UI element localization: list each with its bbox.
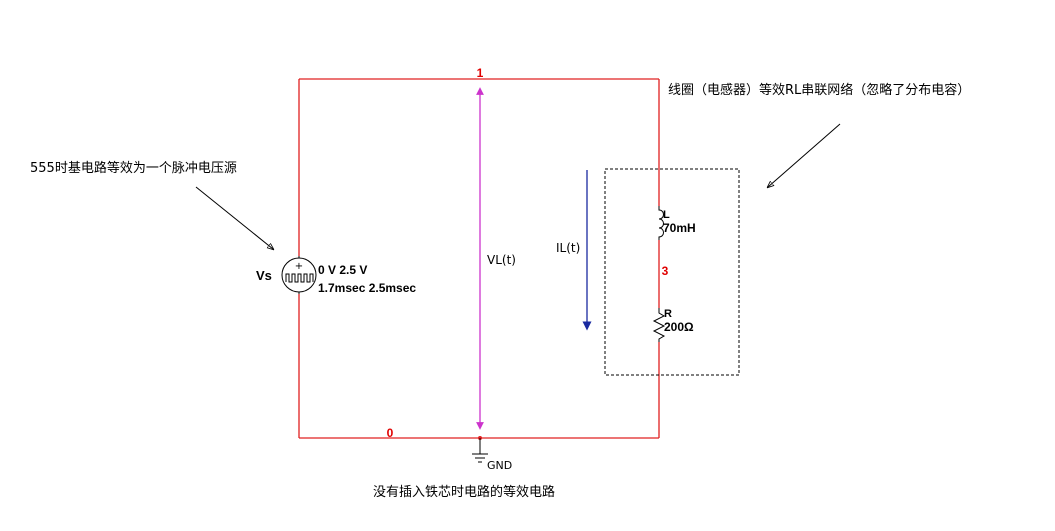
node-label-bottom: 0 [387,426,394,440]
circuit-wires [298,78,660,439]
source-timing: 1.7msec 2.5msec [318,281,416,295]
inductor-value: 70mH [663,221,696,235]
source-annotation-text: 555时基电路等效为一个脉冲电压源 [30,160,237,176]
node-label-top: 1 [477,66,484,80]
inductor-coil-icon [658,206,664,240]
pulse-voltage-source: + [281,256,317,294]
node-label-mid: 3 [662,264,669,278]
voltage-probe-label: VL(t) [487,253,516,267]
ground-label: GND [487,459,512,472]
resistor [652,308,666,342]
coil-annotation-arrow [768,123,841,187]
source-name: Vs [256,268,272,283]
ground-symbol [472,436,488,463]
source-annotation-arrow [195,186,273,249]
resistor-name: R [664,308,672,320]
coil-annotation-text: 线圈（电感器）等效RL串联网络（忽略了分布电容） [668,82,970,98]
diagram-caption: 没有插入铁芯时电路的等效电路 [373,484,555,500]
resistor-value: 200Ω [664,320,694,334]
resistor-zigzag-icon [652,308,666,342]
inductor [658,206,664,240]
coil-equivalent-dashed-box [604,168,740,376]
inductor-name: L [663,209,670,221]
source-plus-sign: + [295,261,303,272]
pulse-wave-icon [285,273,314,283]
source-circle [281,257,317,293]
source-levels: 0 V 2.5 V [318,263,367,277]
current-probe-label: IL(t) [556,241,580,255]
